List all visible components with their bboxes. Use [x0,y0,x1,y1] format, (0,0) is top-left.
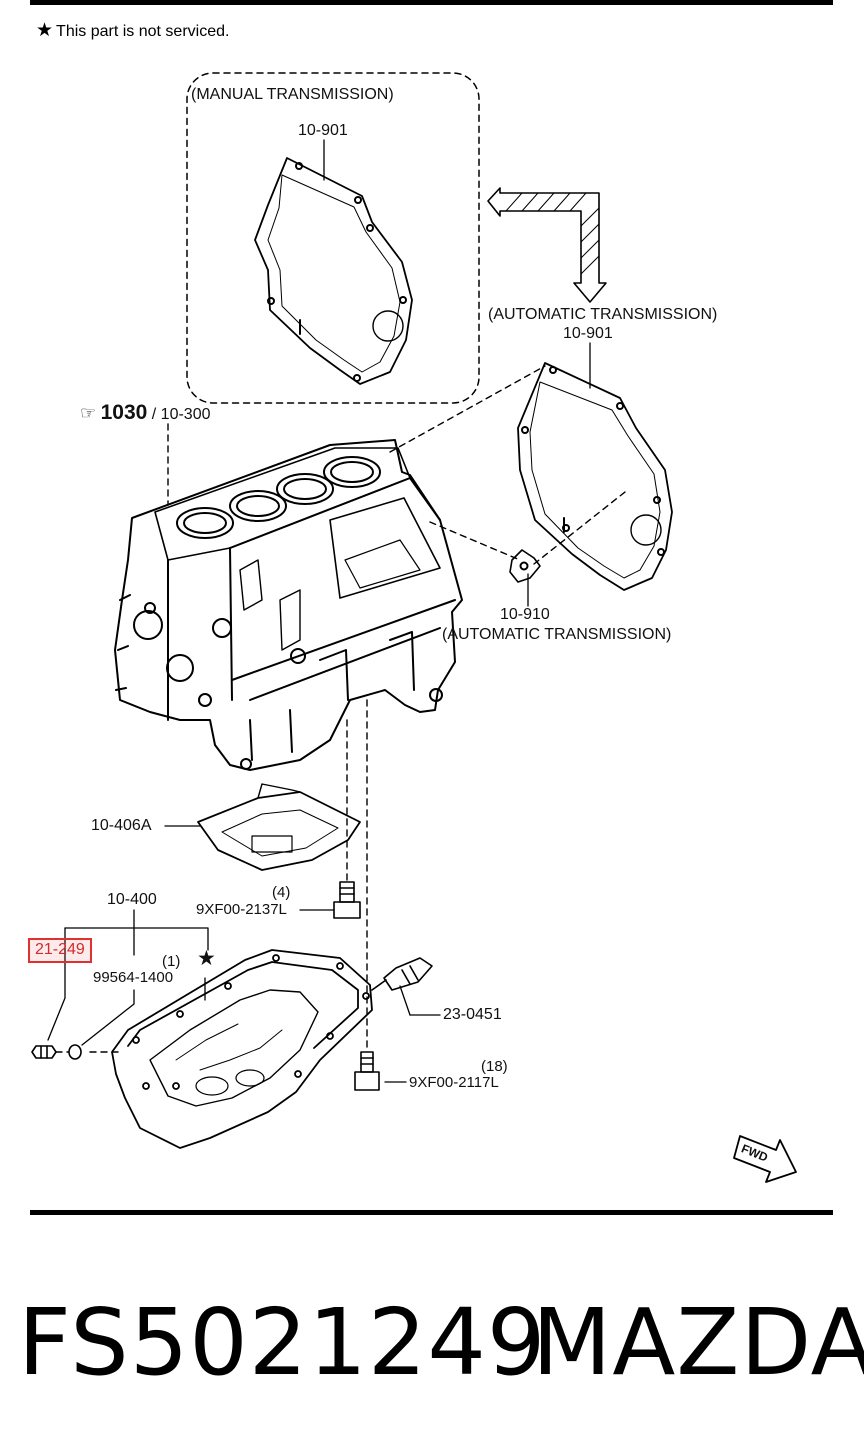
block-ref-sub: 10-300 [160,406,211,423]
not-serviced-text: This part is not serviced. [56,23,230,40]
bolt-b-quantity: (18) [481,1058,508,1075]
washer [68,1044,82,1060]
automatic-transmission-label-top: (AUTOMATIC TRANSMISSION) [488,306,718,323]
block-ref-sep: / [151,406,157,423]
automatic-end-plate [517,362,673,591]
automatic-transmission-label-bottom: (AUTOMATIC TRANSMISSION) [442,626,672,643]
bolt-9xf00-2137l [333,881,361,919]
washer-quantity: (1) [162,953,181,970]
manual-end-plate [254,157,413,385]
drain-plug [31,1045,57,1059]
not-serviced-star-icon: ★ [197,947,216,970]
bolt-a-quantity: (4) [272,884,291,901]
fwd-arrow [733,1135,797,1183]
baffle-label: 10-406A [91,817,152,834]
pointing-hand-icon: ☞ [80,403,97,423]
cylinder-block [114,439,463,771]
manual-transmission-label: (MANUAL TRANSMISSION) [191,86,394,103]
manual-transmission-frame [186,72,480,404]
block-ref-main: 1030 [100,401,148,424]
drain-plug-label[interactable]: 21-249 [35,941,85,958]
manual-part-label: 10-901 [298,122,348,139]
star-icon: ★ [36,20,54,41]
bottom-rule [30,1210,833,1215]
highlight-box [28,938,92,963]
baffle-plate [197,791,361,871]
exploded-parts-diagram [31,72,797,1183]
bolt-a-label: 9XF00-2137L [196,901,287,918]
block-reference: ☞ 1030 / 10-300 [80,401,211,424]
footer-brand: MAZDA [532,1289,864,1396]
bolt-9xf00-2117l [354,1051,380,1091]
footer-part-number: FS5021249 [18,1289,547,1396]
oil-pan-label: 10-400 [107,891,157,908]
bolt-b-label: 9XF00-2117L [409,1074,499,1091]
not-serviced-note: ★This part is not serviced. [36,19,229,42]
automatic-plate-10-910 [509,549,541,583]
top-rule [30,0,833,5]
plate-10-910-label: 10-910 [500,606,550,623]
automatic-part-label: 10-901 [563,325,613,342]
oil-gauge-label: 23-0451 [443,1006,502,1023]
washer-label: 99564-1400 [93,969,174,986]
oil-level-gauge [371,957,433,991]
swap-arrow [487,187,607,303]
oil-pan [111,949,373,1149]
